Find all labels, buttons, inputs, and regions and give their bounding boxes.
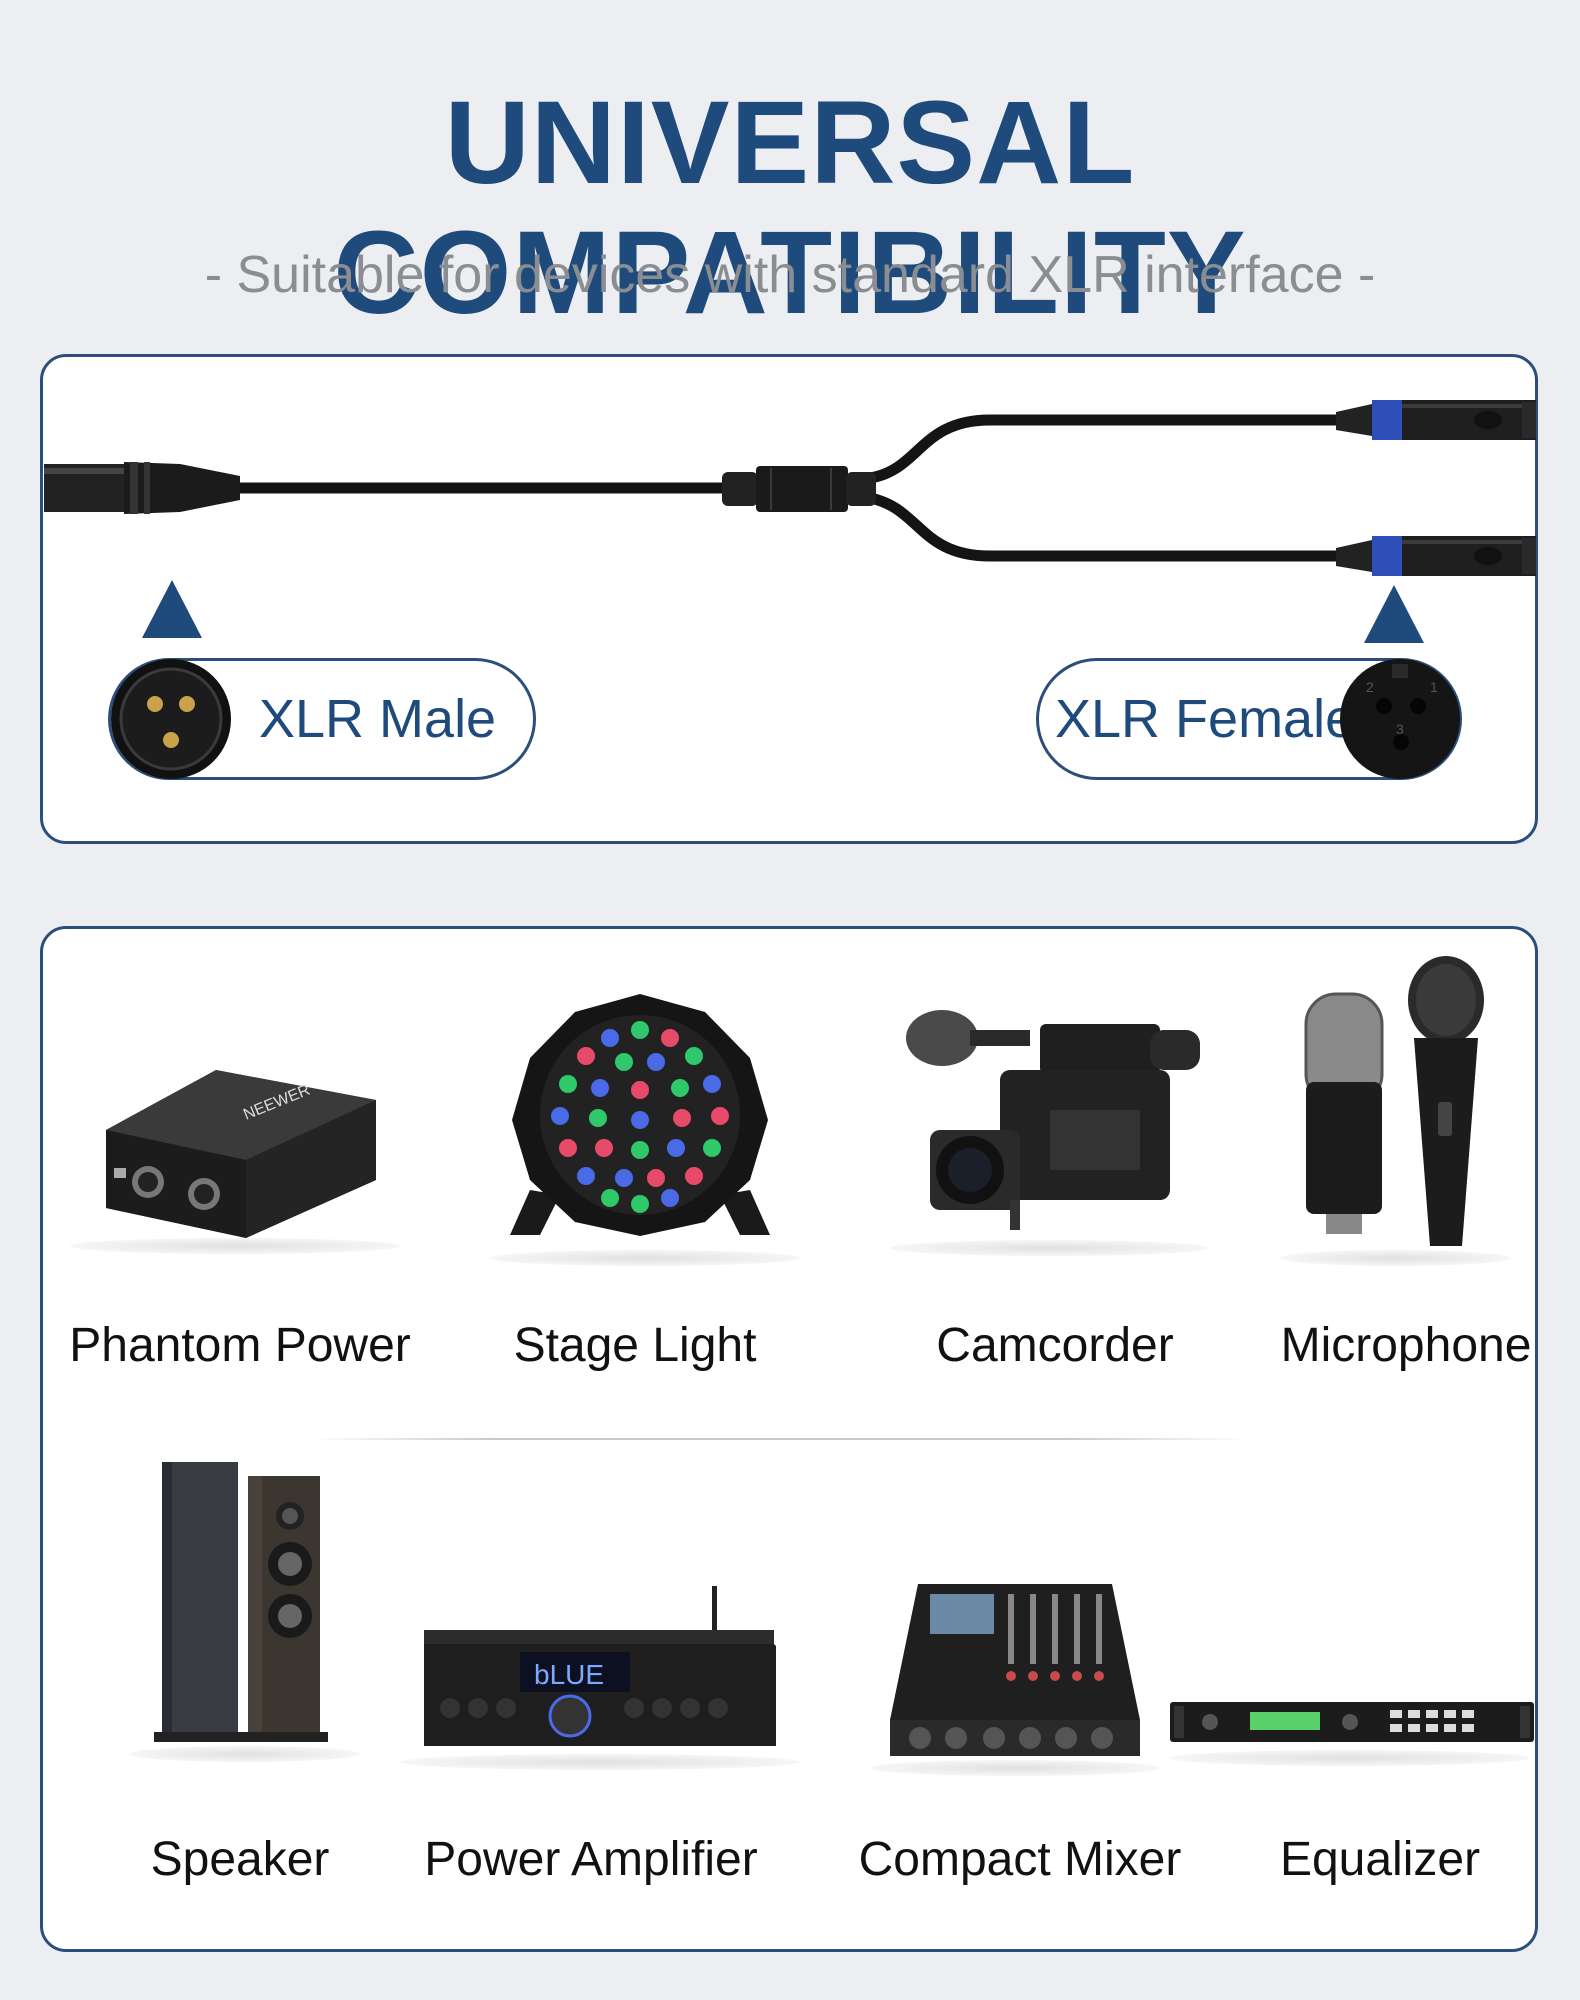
microphone-image (1304, 956, 1484, 1246)
device-label-speaker: Speaker (150, 1833, 330, 1886)
xlr-male-plug-face-icon (111, 659, 231, 779)
male-pointer-arrow-icon (142, 580, 202, 638)
female-pointer-arrow-icon (1364, 585, 1424, 643)
xlr-male-label: XLR Male (259, 689, 497, 749)
female-pin-number-3: 3 (1396, 721, 1404, 737)
page-subtitle: - Suitable for devices with standard XLR… (204, 246, 1376, 304)
y-splitter-cable-illustration (44, 400, 1536, 576)
device-label-compact-mixer: Compact Mixer (858, 1833, 1182, 1886)
device-label-camcorder: Camcorder (936, 1319, 1174, 1372)
camcorder-image (906, 1010, 1200, 1230)
phantom-power-image: NEEWER (106, 1070, 376, 1238)
female-pin-number-1: 1 (1430, 679, 1438, 695)
device-label-power-amplifier: Power Amplifier (424, 1833, 758, 1886)
device-label-phantom-power: Phantom Power (69, 1319, 411, 1372)
equalizer-image (1170, 1702, 1534, 1742)
stage-light-image (510, 994, 770, 1236)
amp-display-text: bLUE (534, 1659, 604, 1690)
speaker-image (154, 1462, 328, 1742)
xlr-female-plug-face-icon: 2 1 3 (1340, 659, 1460, 779)
page-title: UNIVERSAL COMPATIBILITY (333, 77, 1247, 339)
power-amplifier-image: bLUE (424, 1586, 776, 1746)
compact-mixer-image (890, 1584, 1140, 1756)
device-label-microphone: Microphone (1280, 1319, 1532, 1372)
xlr-female-label: XLR Female (1055, 689, 1356, 749)
device-label-equalizer: Equalizer (1279, 1833, 1481, 1886)
device-label-stage-light: Stage Light (513, 1319, 757, 1372)
female-pin-number-2: 2 (1366, 679, 1374, 695)
section-divider (310, 1438, 1250, 1440)
